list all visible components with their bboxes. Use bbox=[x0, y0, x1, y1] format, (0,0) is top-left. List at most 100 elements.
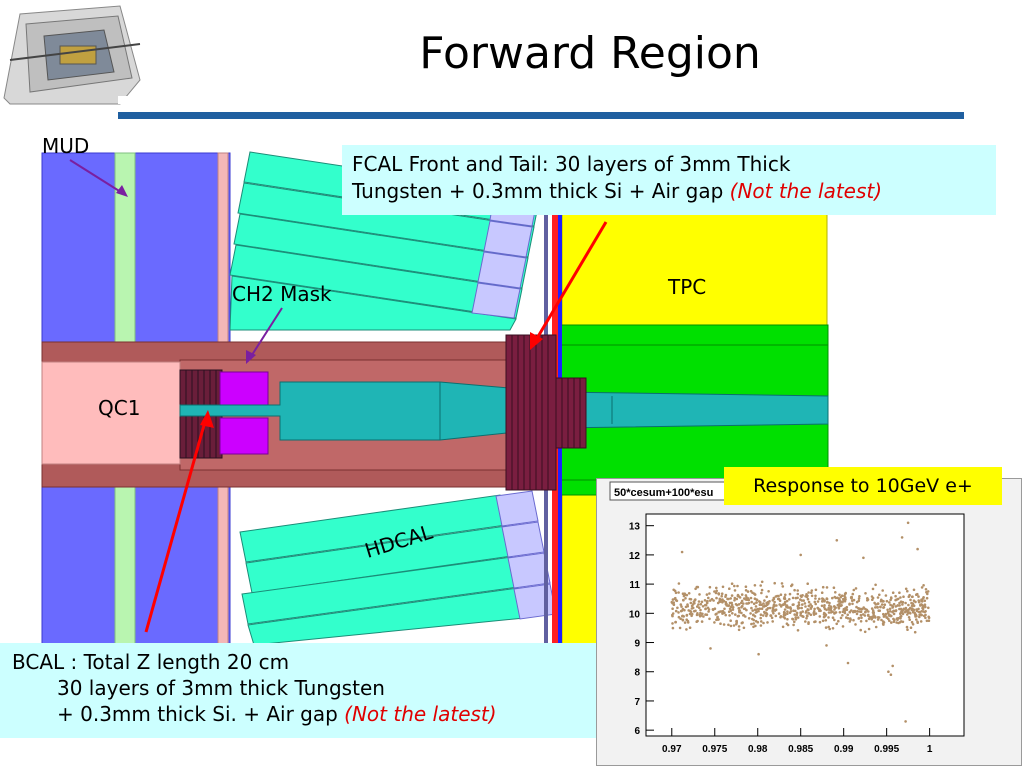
scatter-point bbox=[755, 598, 759, 602]
scatter-point bbox=[818, 615, 822, 618]
scatter-point bbox=[744, 589, 748, 592]
scatter-point bbox=[763, 599, 766, 602]
scatter-point bbox=[716, 615, 719, 619]
qc1-label: QC1 bbox=[98, 396, 141, 420]
fcal-note-line2: Tungsten + 0.3mm thick Si + Air gap bbox=[352, 179, 724, 203]
scatter-point bbox=[924, 616, 927, 620]
mud-strip-lower bbox=[114, 484, 136, 646]
scatter-point bbox=[730, 601, 733, 605]
scatter-point bbox=[823, 604, 826, 607]
scatter-point bbox=[807, 600, 811, 604]
scatter-point bbox=[761, 614, 765, 617]
scatter-point bbox=[733, 589, 737, 592]
bcal-note-flag: (Not the latest) bbox=[344, 702, 497, 726]
scatter-point bbox=[925, 590, 928, 594]
scatter-point bbox=[910, 601, 913, 605]
scatter-point bbox=[823, 612, 827, 616]
scatter-point bbox=[737, 628, 741, 632]
scatter-point bbox=[674, 598, 678, 602]
scatter-point bbox=[810, 589, 814, 592]
scatter-point bbox=[825, 644, 828, 647]
scatter-point bbox=[724, 613, 727, 617]
scatter-point bbox=[674, 620, 677, 624]
scatter-point bbox=[821, 619, 825, 623]
scatter-point bbox=[920, 586, 924, 589]
scatter-point bbox=[773, 600, 776, 604]
scatter-point bbox=[757, 609, 760, 613]
scatter-point bbox=[911, 623, 915, 626]
scatter-point bbox=[867, 617, 871, 621]
bcal-note-line2: 30 layers of 3mm thick Tungsten bbox=[57, 676, 385, 700]
scatter-point bbox=[729, 597, 732, 600]
scatter-point bbox=[910, 620, 914, 624]
scatter-point bbox=[848, 620, 852, 623]
scatter-point bbox=[814, 620, 817, 623]
scatter-point bbox=[857, 616, 861, 620]
scatter-point bbox=[679, 603, 683, 606]
scatter-point bbox=[741, 621, 744, 624]
scatter-point bbox=[671, 622, 674, 625]
scatter-point bbox=[905, 625, 909, 629]
scatter-point bbox=[839, 616, 843, 620]
scatter-point bbox=[915, 593, 918, 596]
scatter-point bbox=[910, 604, 914, 608]
scatter-point bbox=[771, 620, 774, 623]
scatter-point bbox=[779, 593, 783, 596]
scatter-point bbox=[894, 594, 897, 598]
scatter-point bbox=[880, 603, 884, 606]
scatter-point bbox=[765, 614, 768, 618]
scatter-point bbox=[749, 589, 753, 593]
scatter-point bbox=[722, 599, 726, 603]
y-tick-label: 10 bbox=[629, 609, 641, 620]
scatter-point bbox=[918, 613, 921, 617]
scatter-point bbox=[752, 602, 756, 605]
scatter-point bbox=[731, 608, 735, 611]
scatter-point bbox=[885, 599, 889, 603]
scatter-point bbox=[907, 616, 911, 619]
scatter-point bbox=[750, 606, 753, 610]
scatter-point bbox=[755, 601, 758, 604]
scatter-point bbox=[766, 621, 769, 624]
scatter-point bbox=[793, 620, 796, 624]
scatter-point bbox=[713, 590, 716, 593]
scatter-point bbox=[832, 586, 836, 589]
scatter-point bbox=[753, 584, 757, 587]
scatter-point bbox=[697, 600, 701, 603]
scatter-point bbox=[749, 612, 752, 615]
scatter-point bbox=[862, 556, 865, 560]
y-tick-label: 11 bbox=[629, 580, 640, 591]
scatter-point bbox=[804, 605, 807, 608]
scatter-point bbox=[806, 597, 810, 601]
scatter-point bbox=[783, 613, 787, 617]
scatter-point bbox=[781, 625, 785, 629]
scatter-point bbox=[740, 601, 743, 605]
beampipe bbox=[179, 381, 829, 441]
scatter-point bbox=[708, 599, 712, 602]
scatter-point bbox=[827, 616, 830, 619]
x-tick-label: 0.99 bbox=[834, 744, 854, 755]
scatter-point bbox=[907, 603, 910, 607]
scatter-point bbox=[783, 611, 786, 614]
scatter-point bbox=[925, 619, 929, 623]
scatter-point bbox=[760, 580, 764, 584]
scatter-point bbox=[729, 624, 733, 628]
scatter-point bbox=[701, 612, 704, 616]
scatter-point bbox=[882, 606, 885, 609]
scatter-point bbox=[721, 609, 725, 613]
scatter-point bbox=[828, 604, 831, 607]
bcal-note: BCAL : Total Z length 20 cm 30 layers of… bbox=[0, 643, 600, 738]
scatter-point bbox=[876, 602, 880, 605]
scatter-point bbox=[927, 619, 931, 622]
y-tick-label: 13 bbox=[629, 522, 641, 533]
scatter-point bbox=[904, 720, 907, 723]
scatter-point bbox=[800, 595, 803, 598]
scatter-point bbox=[733, 584, 736, 588]
scatter-point bbox=[774, 608, 778, 611]
scatter-point bbox=[687, 592, 691, 595]
scatter-point bbox=[848, 603, 851, 606]
scatter-point bbox=[715, 596, 718, 600]
scatter-point bbox=[908, 611, 911, 614]
scatter-point bbox=[736, 593, 740, 597]
scatter-point bbox=[759, 624, 763, 627]
